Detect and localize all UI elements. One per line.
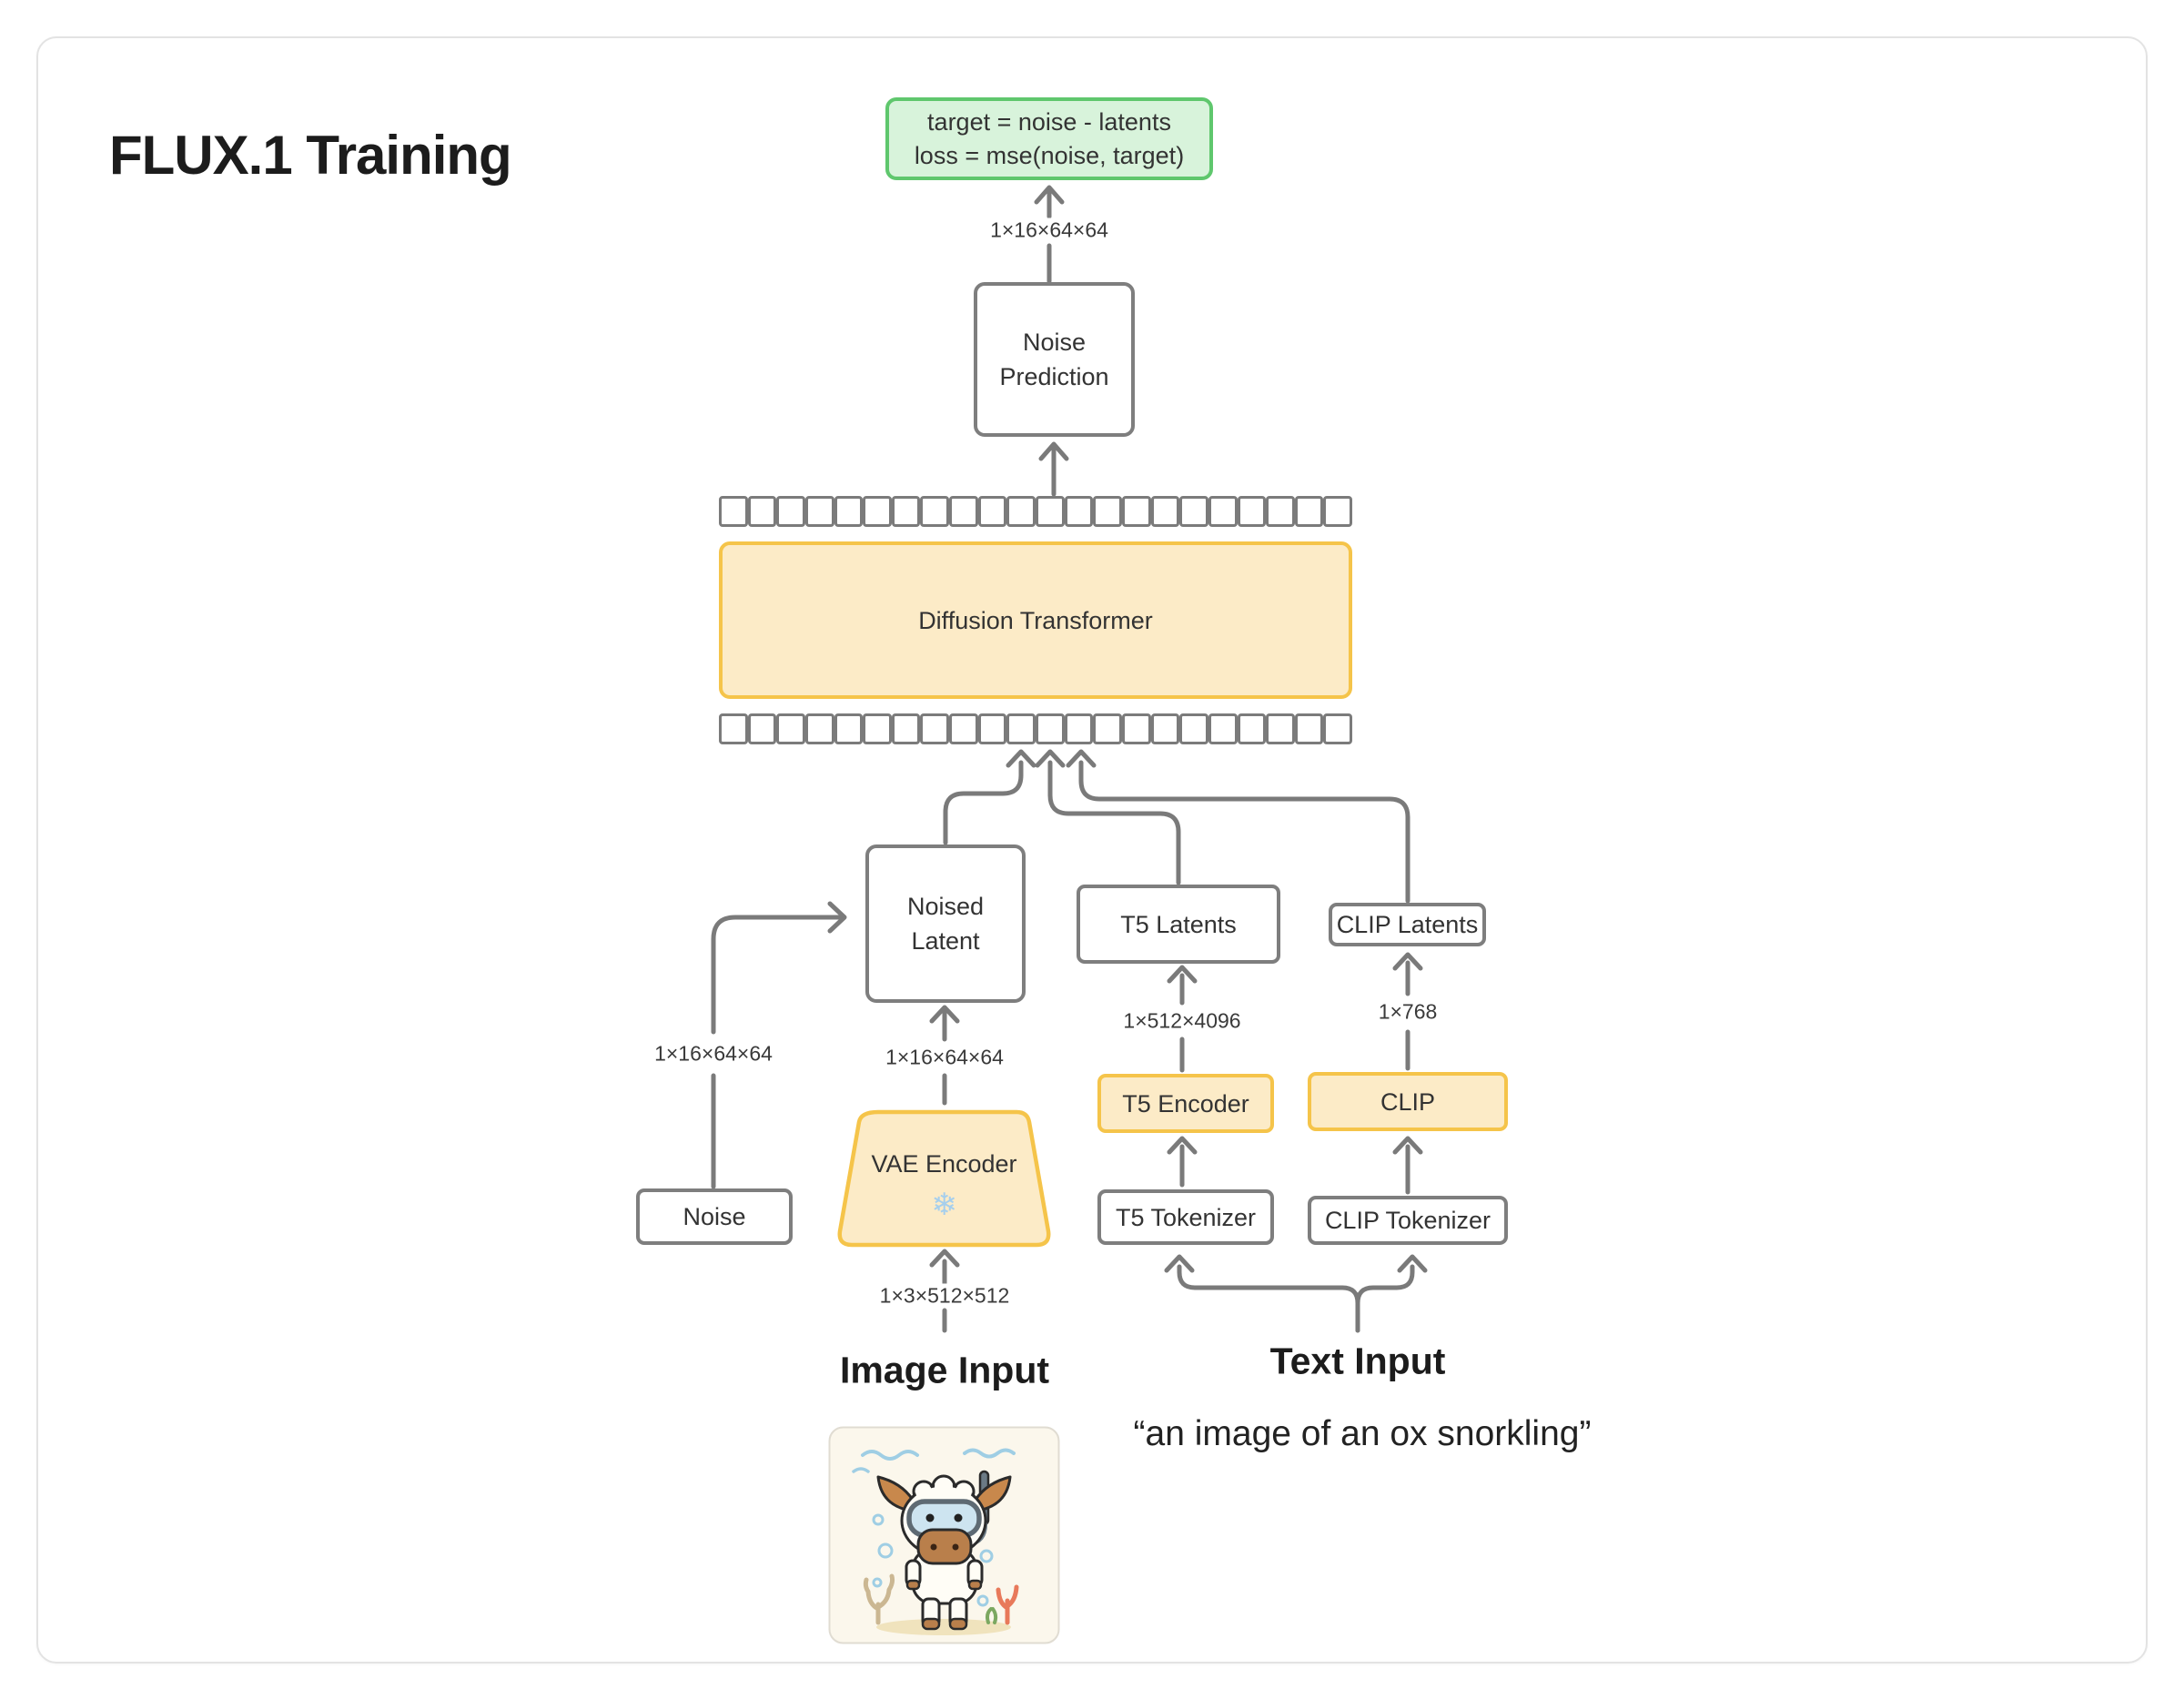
noised-latent-line-2: Latent [911, 927, 980, 955]
token-cell [747, 496, 777, 527]
noised-latent-line-1: Noised [906, 893, 985, 920]
token-cell [1121, 713, 1151, 744]
token-cell [719, 713, 748, 744]
diffusion-transformer-box: Diffusion Transformer [719, 541, 1352, 699]
clip-latents-box: CLIP Latents [1329, 903, 1486, 946]
token-cell [891, 713, 921, 744]
loss-line-2: loss = mse(noise, target) [914, 141, 1185, 169]
token-cell [1179, 496, 1208, 527]
token-cell [1323, 713, 1353, 744]
coral-icon [996, 1584, 1019, 1625]
token-cell [1179, 713, 1208, 744]
dim-label-clip-out: 1×768 [1374, 999, 1441, 1025]
token-cell [1036, 713, 1065, 744]
token-cell [1266, 713, 1295, 744]
token-cell [863, 713, 892, 744]
token-cell [834, 713, 864, 744]
vae-encoder-label: VAE Encoder [871, 1150, 1017, 1178]
token-cell [1150, 713, 1180, 744]
token-cell [977, 496, 1007, 527]
snowflake-frozen-icon: ❄ [931, 1188, 957, 1222]
loss-line-1: target = noise - latents [927, 107, 1171, 136]
token-cell [1006, 713, 1036, 744]
input-image [828, 1426, 1060, 1644]
token-cell [1266, 496, 1295, 527]
noise-box: Noise [636, 1188, 793, 1245]
token-strip-output [719, 496, 1353, 527]
image-input-heading: Image Input [839, 1349, 1050, 1391]
token-cell [920, 496, 950, 527]
ox-snorkeling-illustration [828, 1426, 1060, 1644]
token-cell [949, 496, 978, 527]
t5-latents-label: T5 Latents [1120, 910, 1237, 938]
token-cell [920, 713, 950, 744]
token-cell [1237, 496, 1267, 527]
dim-label-vae-out: 1×16×64×64 [882, 1045, 1007, 1070]
wave-icon [963, 1448, 1016, 1459]
token-cell [1294, 496, 1324, 527]
token-cell [1294, 713, 1324, 744]
vae-encoder-box: VAE Encoder ❄ [824, 1103, 1065, 1250]
token-cell [1323, 496, 1353, 527]
token-cell [1237, 713, 1267, 744]
seaweed-icon [986, 1607, 998, 1624]
noise-prediction-line-2: Prediction [999, 363, 1109, 390]
t5-tokenizer-label: T5 Tokenizer [1115, 1203, 1257, 1231]
token-cell [1208, 496, 1238, 527]
token-cell [719, 496, 748, 527]
wave-icon [861, 1450, 919, 1461]
token-cell [1093, 496, 1122, 527]
dim-label-noise-branch: 1×16×64×64 [651, 1041, 776, 1067]
page-title: FLUX.1 Training [109, 125, 512, 186]
token-strip-input [719, 713, 1353, 744]
token-cell [949, 713, 978, 744]
diffusion-transformer-label: Diffusion Transformer [918, 606, 1153, 634]
token-cell [1064, 713, 1094, 744]
token-cell [891, 496, 921, 527]
t5-encoder-label: T5 Encoder [1122, 1089, 1249, 1117]
noise-prediction-line-1: Noise [1022, 329, 1087, 356]
token-cell [1208, 713, 1238, 744]
token-cell [1150, 496, 1180, 527]
noise-label: Noise [682, 1203, 746, 1230]
prompt-text: “an image of an ox snorkling” [1133, 1414, 1592, 1453]
muzzle-icon [916, 1528, 973, 1565]
loss-box: target = noise - latents loss = mse(nois… [885, 97, 1213, 180]
token-cell [1121, 496, 1151, 527]
clip-tokenizer-box: CLIP Tokenizer [1308, 1196, 1508, 1245]
t5-tokenizer-box: T5 Tokenizer [1097, 1189, 1274, 1245]
noise-prediction-box: Noise Prediction [974, 282, 1135, 437]
t5-encoder-box: T5 Encoder [1097, 1074, 1274, 1133]
t5-latents-box: T5 Latents [1077, 885, 1280, 964]
dim-label-t5-out: 1×512×4096 [1119, 1008, 1245, 1034]
token-cell [1006, 496, 1036, 527]
token-cell [776, 496, 805, 527]
token-cell [863, 496, 892, 527]
token-cell [977, 713, 1007, 744]
dim-label-loss-input: 1×16×64×64 [986, 217, 1112, 243]
token-cell [804, 713, 834, 744]
token-cell [1093, 713, 1122, 744]
dim-label-image-in: 1×3×512×512 [875, 1283, 1014, 1309]
token-cell [834, 496, 864, 527]
token-cell [1036, 496, 1065, 527]
token-cell [1064, 496, 1094, 527]
token-cell [747, 713, 777, 744]
clip-tokenizer-label: CLIP Tokenizer [1324, 1207, 1491, 1234]
coral-icon [863, 1573, 895, 1625]
noised-latent-box: Noised Latent [865, 844, 1026, 1003]
vae-trapezoid-shape [837, 1109, 1051, 1248]
horn-icon [876, 1475, 915, 1512]
clip-latents-label: CLIP Latents [1336, 911, 1479, 938]
text-input-heading: Text Input [1269, 1340, 1446, 1382]
clip-box: CLIP [1308, 1072, 1508, 1131]
clip-label: CLIP [1380, 1087, 1436, 1116]
horn-icon [974, 1475, 1012, 1512]
token-cell [804, 496, 834, 527]
token-cell [776, 713, 805, 744]
diagram-card [36, 36, 2148, 1664]
